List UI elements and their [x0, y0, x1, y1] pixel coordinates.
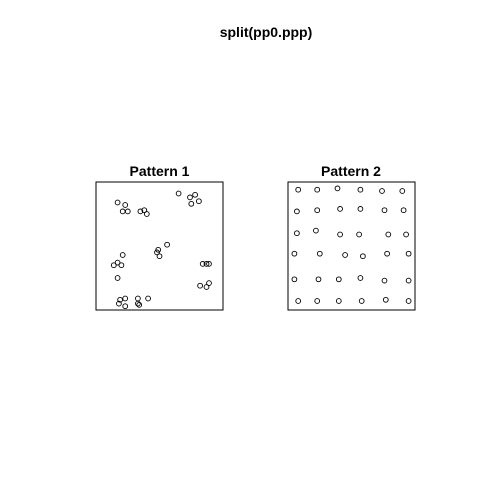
data-point — [203, 284, 210, 290]
data-point — [154, 249, 160, 256]
data-point — [137, 208, 144, 215]
data-point — [295, 298, 302, 304]
data-point — [385, 231, 392, 238]
points-pattern-2 — [291, 185, 412, 304]
data-point — [334, 185, 341, 192]
data-point — [379, 188, 385, 194]
data-point — [164, 241, 170, 248]
data-point — [314, 298, 321, 304]
data-point — [206, 261, 212, 267]
data-point — [384, 250, 390, 257]
data-point — [188, 200, 195, 207]
data-point — [314, 186, 321, 193]
data-point — [295, 186, 302, 193]
panel-pattern-1: Pattern 1 — [95, 163, 224, 311]
data-point — [337, 231, 343, 238]
data-point — [357, 206, 364, 212]
data-point — [381, 277, 388, 284]
data-point — [117, 296, 123, 303]
data-point — [342, 252, 348, 258]
data-point — [136, 302, 143, 308]
panel-pattern-2: Pattern 2 — [287, 163, 416, 311]
data-point — [122, 202, 129, 208]
data-point — [116, 300, 122, 307]
data-point — [114, 259, 121, 266]
data-point — [399, 188, 406, 194]
data-point — [143, 211, 150, 217]
panel-title-pattern-1: Pattern 1 — [130, 163, 190, 179]
points-pattern-1 — [110, 190, 212, 310]
data-point — [199, 261, 206, 267]
data-point — [335, 276, 342, 283]
data-point — [294, 230, 300, 237]
data-point — [357, 186, 364, 193]
data-point — [291, 276, 298, 283]
data-point — [155, 246, 162, 253]
data-point — [135, 300, 141, 307]
data-point — [196, 198, 202, 205]
main-title: split(pp0.ppp) — [220, 24, 313, 40]
data-point — [314, 207, 321, 214]
data-point — [356, 231, 362, 238]
data-point — [405, 298, 412, 304]
data-point — [313, 227, 319, 234]
data-point — [294, 208, 300, 215]
data-point — [141, 207, 148, 214]
data-point — [403, 231, 409, 238]
data-point — [316, 250, 323, 257]
data-point — [122, 295, 129, 302]
data-point — [357, 275, 364, 281]
data-point — [192, 191, 198, 198]
data-point — [206, 280, 212, 286]
data-point — [381, 207, 388, 214]
data-point — [315, 276, 322, 283]
data-point — [358, 298, 365, 304]
panel-frame-pattern-1 — [95, 181, 224, 311]
data-point — [203, 261, 210, 267]
data-point — [405, 277, 412, 284]
data-point — [119, 252, 126, 258]
panel-title-pattern-2: Pattern 2 — [321, 163, 381, 179]
data-point — [335, 298, 342, 304]
data-point — [400, 207, 407, 214]
data-point — [360, 253, 366, 260]
data-point — [114, 199, 121, 206]
data-point — [110, 262, 117, 269]
panel-frame-pattern-2 — [287, 181, 416, 311]
data-point — [175, 190, 182, 197]
data-point — [291, 250, 298, 257]
data-point — [197, 282, 203, 289]
data-point — [337, 206, 343, 212]
data-point — [145, 295, 151, 302]
data-point — [405, 250, 412, 257]
data-point — [124, 208, 131, 215]
data-point — [114, 275, 121, 281]
data-point — [382, 296, 389, 303]
data-point — [122, 303, 129, 310]
data-point — [118, 262, 125, 269]
data-point — [156, 253, 163, 260]
data-point — [187, 194, 193, 201]
